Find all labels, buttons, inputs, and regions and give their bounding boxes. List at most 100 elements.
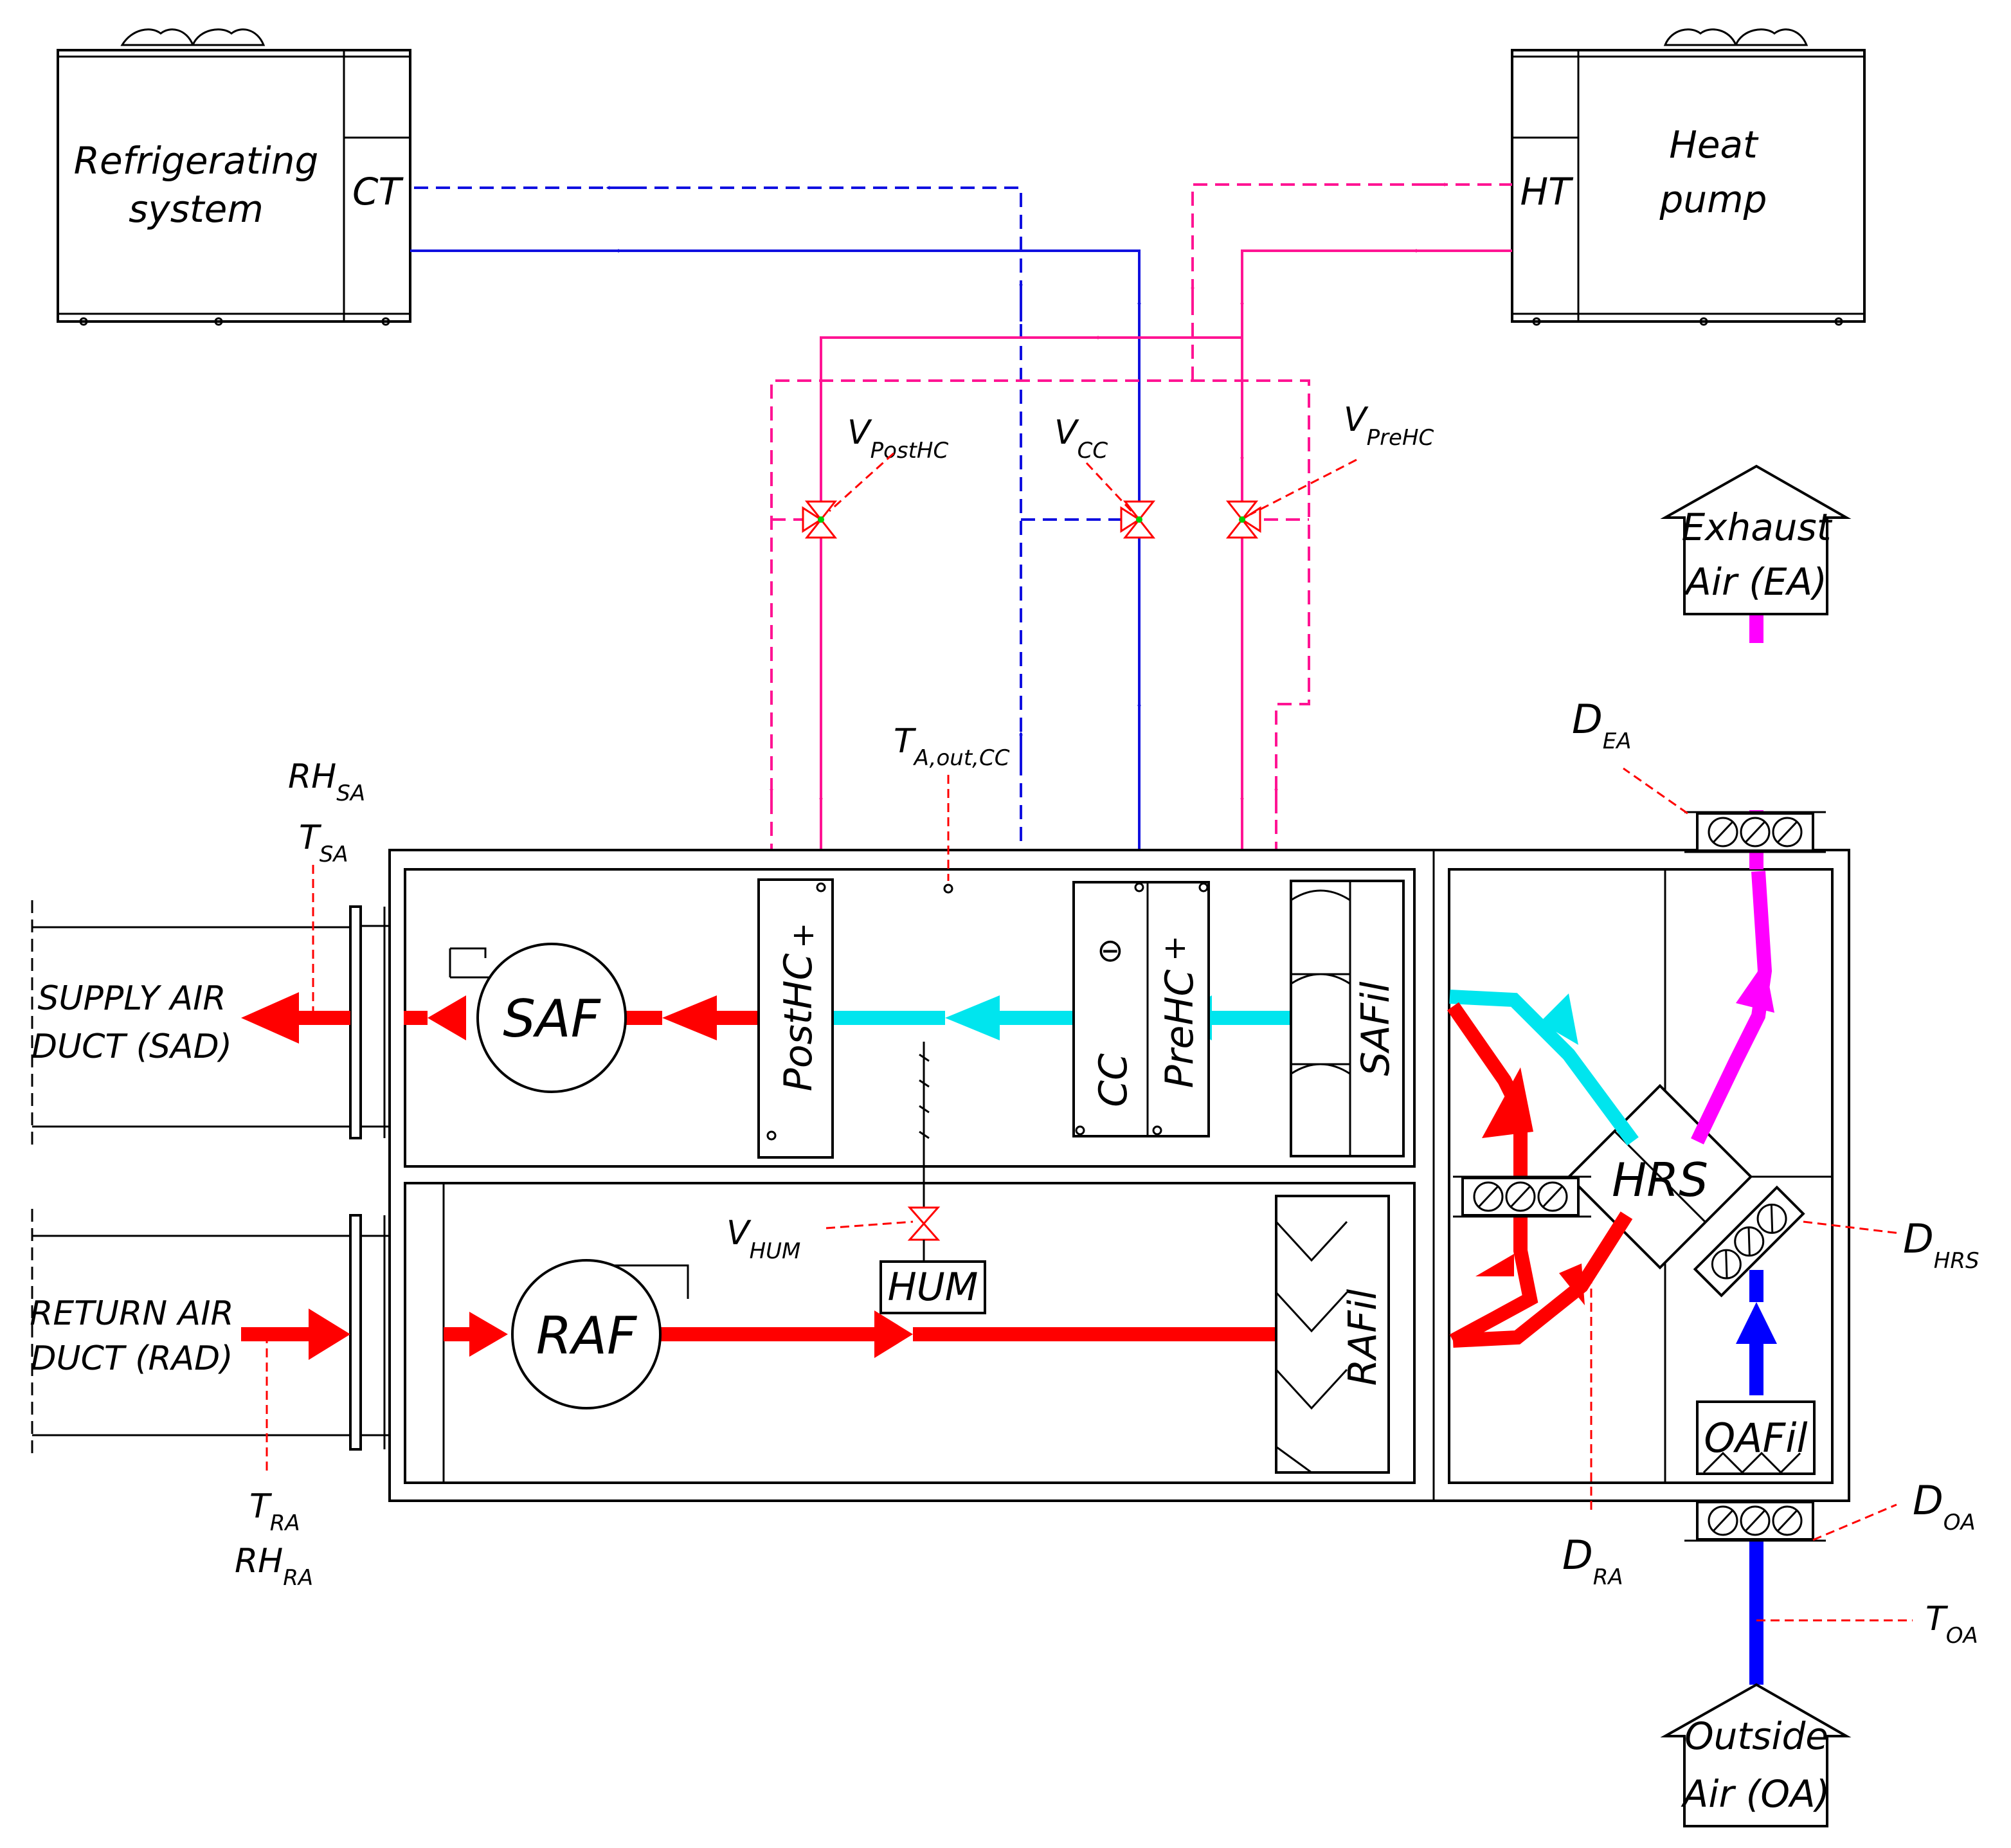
post-hc-plus: +: [791, 917, 816, 953]
supply-air-fan: SAF: [449, 943, 627, 1093]
valve-pre-hc-icon: [1225, 500, 1261, 539]
valve-post-hc-icon: [802, 500, 838, 539]
rh-sa-sub: SA: [336, 781, 365, 806]
arrow-icon: [1736, 1302, 1777, 1344]
fan-grille-icon: [1532, 28, 1843, 326]
heat-pump-label-2: pump: [1659, 177, 1767, 221]
return-air-stream: [241, 1309, 1279, 1360]
d-ea-sub: EA: [1603, 729, 1632, 754]
post-heating-coil: + PostHC: [757, 878, 834, 1159]
return-duct-label-1: RETURN AIR: [30, 1294, 233, 1333]
supply-air-duct: SUPPLY AIR DUCT (SAD): [31, 900, 390, 1151]
d-ra-main: D: [1562, 1532, 1593, 1579]
raf-label: RAF: [536, 1306, 637, 1366]
t-oa-main: T: [1925, 1600, 1949, 1638]
v-cc-main: V: [1054, 413, 1079, 452]
outside-label-2: Air (OA): [1681, 1772, 1830, 1816]
v-prehc-sub: PreHC: [1367, 425, 1434, 451]
t-ra-sub: RA: [270, 1510, 300, 1536]
t-a-out-cc-sub: A,out,CC: [913, 745, 1010, 771]
exhaust-label-1: Exhaust: [1682, 505, 1833, 549]
ht-label: HT: [1520, 170, 1574, 213]
return-air-filter: RAFil: [1275, 1195, 1390, 1474]
exhaust-air-outlet: Exhaust Air (EA): [1660, 464, 1852, 615]
arrow-icon: [428, 995, 466, 1040]
svg-text:DEA: DEA: [1572, 696, 1632, 754]
d-oa-main: D: [1913, 1477, 1943, 1524]
outside-air-inlet: Outside Air (OA): [1660, 1683, 1852, 1827]
supply-duct-label-1: SUPPLY AIR: [37, 979, 226, 1018]
rh-ra-sub: RA: [283, 1565, 313, 1591]
cc-label: CC: [1091, 1053, 1136, 1107]
d-hrs-main: D: [1903, 1215, 1934, 1262]
t-oa-sub: OA: [1946, 1623, 1978, 1649]
arrow-icon: [945, 995, 1000, 1040]
svg-text:RHSA: RHSA: [288, 757, 365, 806]
humidifier: HUM VHUM: [726, 1042, 986, 1314]
sensor-dot-icon: [943, 883, 953, 894]
svg-text:TA,out,CC: TA,out,CC: [894, 722, 1010, 771]
rh-sa-main: RH: [288, 757, 336, 796]
fan-grille-icon: [79, 28, 390, 326]
ct-label: CT: [352, 170, 404, 213]
exhaust-label-2: Air (EA): [1683, 560, 1827, 604]
svg-text:VCC: VCC: [1054, 413, 1108, 464]
supply-duct-label-2: DUCT (SAD): [32, 1028, 232, 1066]
t-a-out-cc-main: T: [894, 722, 917, 761]
pre-hc-plus: +: [1162, 930, 1188, 966]
t-sa-sub: SA: [320, 842, 348, 867]
pre-hc-label: PreHC: [1157, 970, 1202, 1089]
supply-air-filter: SAFil: [1290, 880, 1405, 1157]
cooling-preheating-coils: ⊖ + CC PreHC: [1072, 881, 1210, 1137]
hrs-label: HRS: [1612, 1153, 1708, 1207]
svg-text:RHRA: RHRA: [235, 1542, 313, 1591]
arrow-icon: [1559, 1264, 1585, 1305]
t-sa-main: T: [299, 819, 322, 857]
arrow-icon: [241, 992, 299, 1044]
hum-label: HUM: [888, 1265, 978, 1310]
v-cc-sub: CC: [1078, 438, 1108, 464]
svg-text:VPostHC: VPostHC: [847, 413, 948, 464]
svg-text:TSA: TSA: [299, 819, 348, 867]
d-oa-sub: OA: [1943, 1510, 1976, 1535]
svg-text:TRA: TRA: [249, 1487, 300, 1536]
post-hc-label: PostHC: [776, 954, 821, 1092]
damper-ra-icon: [1453, 1175, 1591, 1218]
valve-labels: VPostHC VCC VPreHC: [828, 401, 1434, 516]
svg-text:DRA: DRA: [1562, 1532, 1623, 1590]
heat-pump-label-1: Heat: [1669, 123, 1759, 167]
refrigerating-label-1: Refrigerating: [74, 139, 319, 183]
damper-ea-icon: [1684, 811, 1826, 853]
arrow-icon: [662, 995, 717, 1040]
arrow-icon: [1482, 1067, 1533, 1138]
oafil-label: OAFil: [1704, 1415, 1807, 1462]
arrow-icon: [309, 1309, 350, 1360]
damper-hrs-icon: [1693, 1185, 1805, 1298]
d-hrs-sub: HRS: [1934, 1248, 1979, 1274]
rh-ra-main: RH: [235, 1542, 283, 1581]
return-duct-label-2: DUCT (RAD): [30, 1339, 233, 1378]
arrow-icon: [874, 1310, 913, 1358]
t-ra-main: T: [249, 1487, 273, 1526]
saf-label: SAF: [503, 989, 601, 1049]
d-ra-sub: RA: [1593, 1564, 1623, 1590]
v-posthc-main: V: [847, 413, 872, 452]
valve-cc-icon: [1120, 500, 1156, 539]
outdoor-air-filter: [1696, 1400, 1816, 1475]
d-ea-main: D: [1572, 696, 1603, 743]
refrigerating-system: Refrigerating system CT: [57, 28, 411, 326]
safil-label: SAFil: [1353, 981, 1398, 1076]
heat-pump: Heat pump HT: [1511, 28, 1866, 326]
svg-text:TOA: TOA: [1925, 1600, 1978, 1649]
return-air-duct: RETURN AIR DUCT (RAD): [30, 1209, 390, 1460]
svg-text:VPreHC: VPreHC: [1344, 401, 1434, 451]
svg-text:DHRS: DHRS: [1903, 1215, 1979, 1274]
v-hum-sub: HUM: [750, 1238, 801, 1264]
v-prehc-main: V: [1344, 401, 1369, 439]
svg-text:VHUM: VHUM: [726, 1214, 800, 1264]
arrow-icon: [469, 1312, 508, 1357]
cc-minus: ⊖: [1097, 932, 1124, 969]
refrigerating-label-2: system: [129, 187, 264, 231]
damper-oa-icon: [1684, 1499, 1826, 1542]
